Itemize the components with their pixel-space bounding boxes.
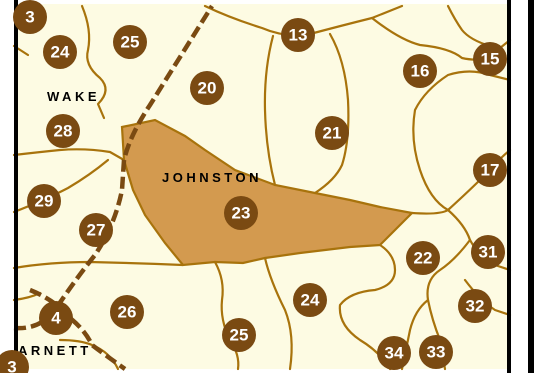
district-28-badge[interactable]: 28	[46, 114, 80, 148]
svg-text:27: 27	[87, 221, 106, 240]
svg-text:28: 28	[54, 122, 73, 141]
district-22-badge[interactable]: 22	[406, 241, 440, 275]
svg-text:13: 13	[289, 26, 308, 45]
svg-text:3: 3	[7, 358, 16, 373]
district-17-badge[interactable]: 17	[473, 153, 507, 187]
district-33-badge[interactable]: 33	[419, 335, 453, 369]
district-20-badge[interactable]: 20	[190, 71, 224, 105]
district-27-badge[interactable]: 27	[79, 213, 113, 247]
district-3-bottom-badge[interactable]: 3	[0, 350, 29, 373]
district-32-badge[interactable]: 32	[458, 289, 492, 323]
district-24-bottom-badge[interactable]: 24	[293, 283, 327, 317]
svg-text:26: 26	[118, 303, 137, 322]
district-26-badge[interactable]: 26	[110, 295, 144, 329]
district-24-top-badge[interactable]: 24	[43, 35, 77, 69]
svg-text:24: 24	[51, 43, 70, 62]
svg-text:3: 3	[25, 8, 34, 27]
svg-text:31: 31	[479, 243, 498, 262]
district-13-badge[interactable]: 13	[281, 18, 315, 52]
county-label-harnett: ARNETT	[18, 343, 92, 358]
district-31-badge[interactable]: 31	[471, 235, 505, 269]
svg-text:16: 16	[411, 62, 430, 81]
district-34-badge[interactable]: 34	[377, 336, 411, 370]
svg-text:17: 17	[481, 161, 500, 180]
district-25-bottom-badge[interactable]: 25	[222, 318, 256, 352]
district-21-badge[interactable]: 21	[315, 116, 349, 150]
svg-text:25: 25	[121, 33, 140, 52]
map-frame	[14, 0, 534, 373]
svg-text:32: 32	[466, 297, 485, 316]
district-4-badge[interactable]: 4	[39, 301, 73, 335]
svg-text:4: 4	[51, 309, 61, 328]
district-25-top-badge[interactable]: 25	[113, 25, 147, 59]
district-29-badge[interactable]: 29	[27, 184, 61, 218]
svg-text:33: 33	[427, 343, 446, 362]
svg-text:22: 22	[414, 249, 433, 268]
svg-text:20: 20	[198, 79, 217, 98]
district-3-top-badge[interactable]: 3	[13, 0, 47, 34]
district-23-badge[interactable]: 23	[224, 196, 258, 230]
svg-text:23: 23	[232, 204, 251, 223]
svg-text:24: 24	[301, 291, 320, 310]
district-15-badge[interactable]: 15	[473, 42, 507, 76]
district-16-badge[interactable]: 16	[403, 54, 437, 88]
svg-text:15: 15	[481, 50, 500, 69]
svg-text:34: 34	[385, 344, 404, 363]
county-label-johnston: JOHNSTON	[162, 170, 262, 185]
svg-text:29: 29	[35, 192, 54, 211]
county-label-wake: WAKE	[47, 89, 100, 104]
svg-text:21: 21	[323, 124, 342, 143]
svg-text:25: 25	[230, 326, 249, 345]
